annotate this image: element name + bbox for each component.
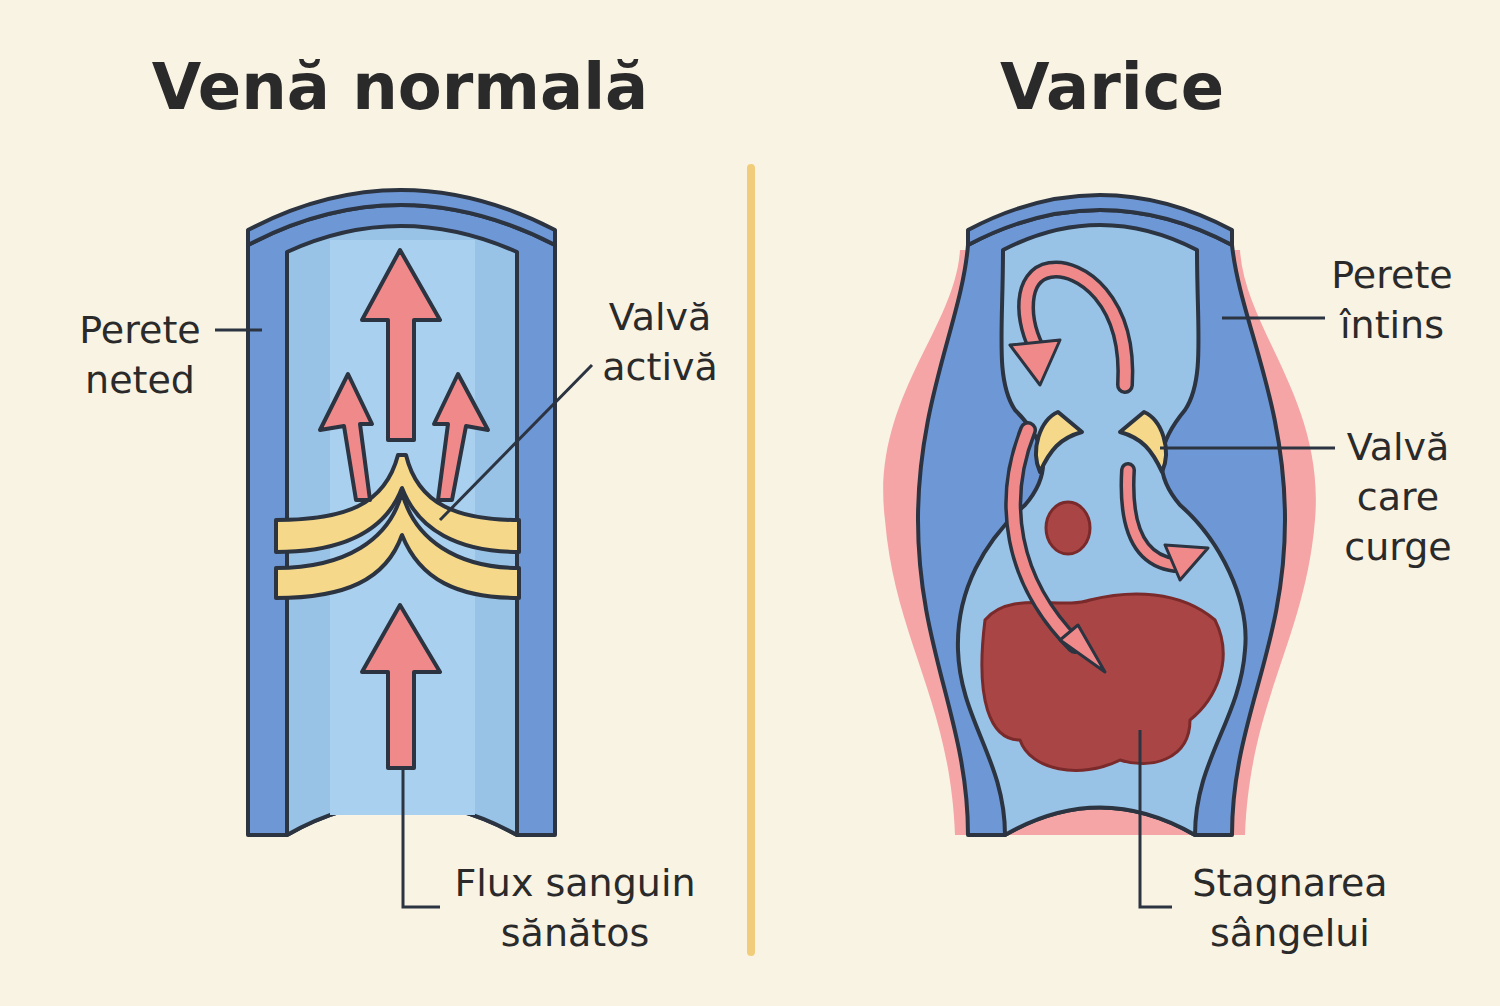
leader-line (403, 770, 440, 907)
panel-title: Venă normală (152, 52, 649, 122)
leader-line (1160, 447, 1335, 450)
part-label: Valvă care curge (1344, 422, 1451, 572)
leader-line (440, 365, 592, 520)
part-label: Flux sanguin sănătos (440, 858, 710, 958)
leader-line (215, 329, 262, 332)
part-label: Perete neted (79, 305, 200, 405)
divider (747, 168, 755, 952)
leader-line (1140, 730, 1172, 907)
varicose-vein (883, 195, 1316, 835)
part-label: Valvă activă (602, 292, 717, 392)
panel-title: Varice (1000, 52, 1224, 122)
part-label: Perete întins (1331, 250, 1452, 350)
part-label: Stagnarea sângelui (1192, 858, 1387, 958)
normal-vein (248, 190, 555, 835)
leader-line (1222, 317, 1325, 320)
